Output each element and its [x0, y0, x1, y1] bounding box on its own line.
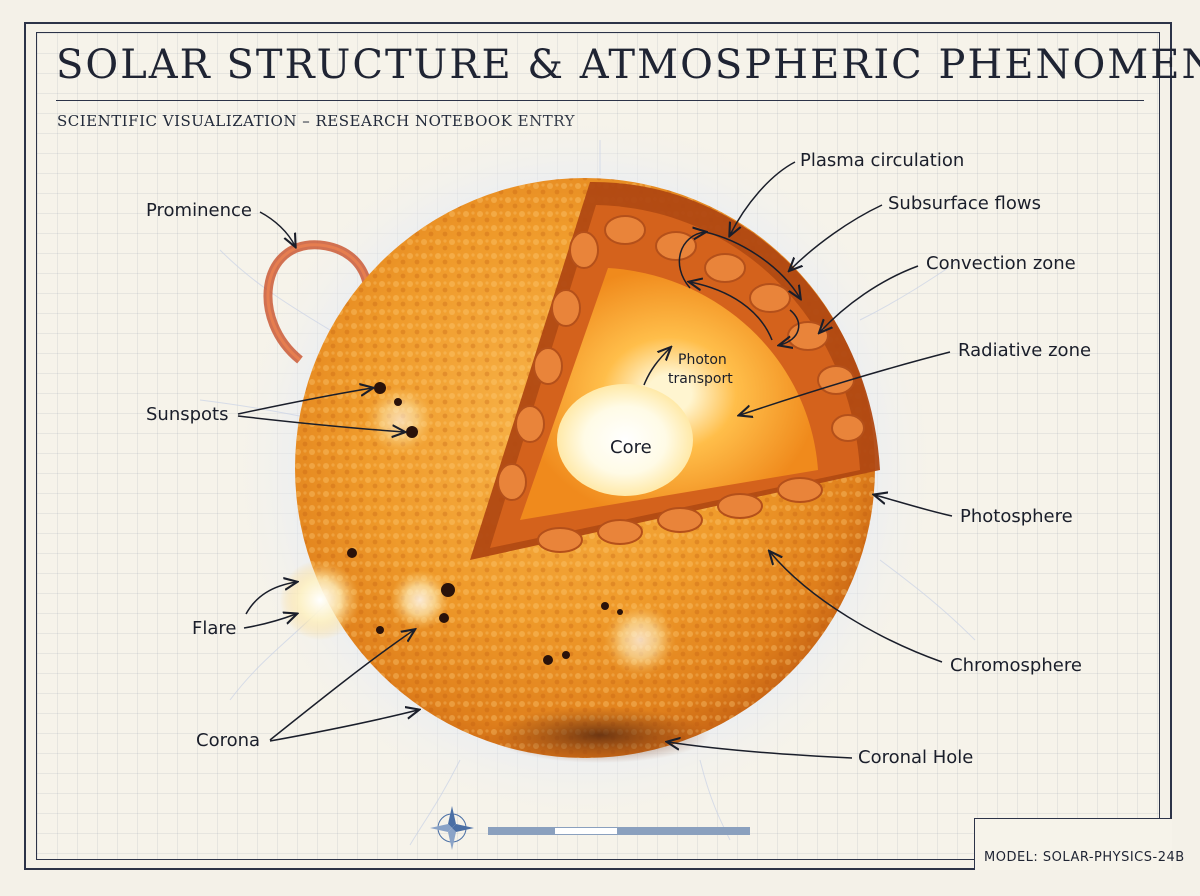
- sunspot-group: [347, 382, 623, 665]
- leader-convection: [820, 265, 919, 332]
- label-photosphere: Photosphere: [960, 506, 1073, 527]
- scale-bar-left: [488, 827, 554, 835]
- leader-plasma: [730, 161, 796, 235]
- label-chromosphere: Chromosphere: [950, 655, 1082, 676]
- leader-corona-2: [269, 710, 418, 742]
- leader-prominence: [259, 211, 295, 246]
- model-info-box: [974, 818, 1172, 870]
- scale-bar-middle: [554, 827, 618, 835]
- leader-flare-1: [245, 582, 296, 615]
- label-prominence: Prominence: [146, 200, 252, 221]
- label-subsurface-flows: Subsurface flows: [888, 193, 1041, 214]
- scale-bar-right: [618, 827, 750, 835]
- label-plasma-circulation: Plasma circulation: [800, 150, 965, 171]
- compass-rose-icon: [430, 806, 474, 850]
- model-label: MODEL: SOLAR-PHYSICS-24B: [984, 850, 1185, 865]
- leader-sunspots-1: [237, 388, 372, 415]
- core-region: [557, 384, 693, 496]
- label-convection-zone: Convection zone: [926, 253, 1076, 274]
- label-sunspots: Sunspots: [146, 404, 229, 425]
- label-radiative-zone: Radiative zone: [958, 340, 1092, 361]
- coronal-hole-patch: [490, 707, 710, 763]
- leader-lines: [237, 161, 953, 759]
- label-photon-transport-2: transport: [668, 371, 733, 387]
- flare-glow: [280, 560, 360, 640]
- leader-sunspots-2: [237, 415, 404, 432]
- title-divider: [56, 100, 1144, 101]
- label-photon-transport-1: Photon: [678, 352, 727, 368]
- convection-cells: [497, 215, 865, 553]
- page-subtitle: SCIENTIFIC VISUALIZATION – RESEARCH NOTE…: [57, 112, 576, 130]
- leader-radiative: [740, 351, 951, 415]
- label-coronal-hole: Coronal Hole: [858, 747, 974, 768]
- leader-corona-1: [269, 630, 414, 741]
- leader-chromosphere: [770, 552, 943, 663]
- leader-flare-2: [243, 614, 296, 629]
- label-core: Core: [610, 437, 652, 458]
- label-flare: Flare: [192, 618, 237, 639]
- leader-coronal-hole: [668, 742, 853, 759]
- outer-frame: [24, 22, 1172, 870]
- label-corona: Corona: [196, 730, 261, 751]
- leader-photosphere: [875, 495, 953, 517]
- leader-subsurface: [790, 204, 883, 270]
- page-title: SOLAR STRUCTURE & ATMOSPHERIC PHENOMENA: [56, 42, 1200, 88]
